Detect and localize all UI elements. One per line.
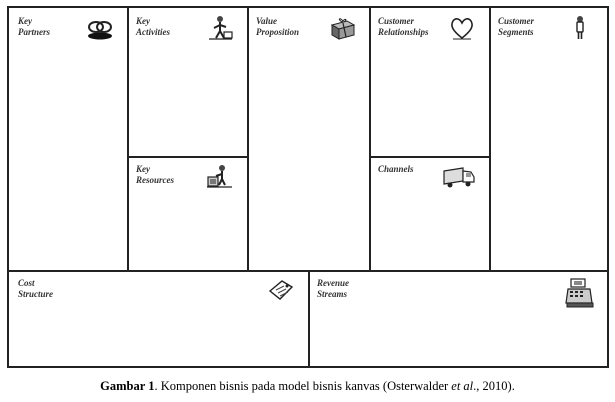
block-label-value-proposition: Value Proposition bbox=[256, 16, 300, 37]
block-revenue-streams: Revenue Streams bbox=[308, 270, 607, 366]
block-channels: Channels bbox=[369, 156, 491, 272]
caption-italic: et al bbox=[451, 379, 474, 393]
block-customer-segments: Customer Segments bbox=[489, 8, 607, 272]
factory-worker-icon bbox=[205, 163, 235, 189]
person-icon bbox=[565, 15, 595, 41]
block-label-cost-structure: Cost Structure bbox=[18, 278, 54, 299]
block-key-activities: Key Activities bbox=[127, 8, 249, 158]
block-label-channels: Channels bbox=[378, 164, 414, 174]
figure-caption: Gambar 1. Komponen bisnis pada model bis… bbox=[0, 379, 615, 394]
caption-text-before: . Komponen bisnis pada model bisnis kanv… bbox=[154, 379, 452, 393]
block-key-partners: Key Partners bbox=[9, 8, 129, 272]
block-label-key-resources: Key Resources bbox=[136, 164, 174, 185]
worker-icon bbox=[205, 15, 235, 41]
block-label-revenue-streams: Revenue Streams bbox=[317, 278, 349, 299]
figure-label: Gambar 1 bbox=[100, 379, 155, 393]
block-label-customer-relationships: Customer Relationships bbox=[378, 16, 429, 37]
chain-link-icon bbox=[85, 15, 115, 41]
gift-box-icon bbox=[327, 15, 357, 41]
block-customer-relationships: Customer Relationships bbox=[369, 8, 491, 158]
block-label-key-partners: Key Partners bbox=[18, 16, 51, 37]
block-value-proposition: Value Proposition bbox=[247, 8, 371, 272]
block-cost-structure: Cost Structure bbox=[9, 270, 310, 366]
block-label-key-activities: Key Activities bbox=[136, 16, 170, 37]
cash-register-icon bbox=[565, 277, 595, 309]
heart-icon bbox=[447, 15, 477, 41]
block-label-customer-segments: Customer Segments bbox=[498, 16, 535, 37]
block-key-resources: Key Resources bbox=[127, 156, 249, 272]
price-tag-icon bbox=[266, 277, 296, 303]
caption-text-after: ., 2010). bbox=[473, 379, 515, 393]
delivery-truck-icon bbox=[441, 163, 477, 189]
business-model-canvas: Key Partners Key Activities Key Resource… bbox=[7, 6, 609, 368]
